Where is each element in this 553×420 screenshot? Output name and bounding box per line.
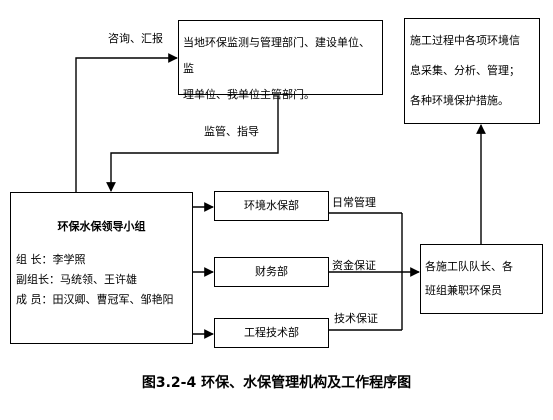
leadership-group-box: 环保水保领导小组 组 长：李学照 副组长：马统领、王许雄 成 员：田汉卿、曹冠军… [10, 192, 193, 344]
teams-line-2: 班组兼职环保员 [425, 284, 502, 297]
construction-teams-box: 各施工队队长、各 班组兼职环保员 [420, 244, 543, 314]
funds-guarantee-label: 资金保证 [332, 259, 376, 272]
deputy-leader-row: 副组长：马统领、王许雄 [16, 273, 137, 286]
teams-line-1: 各施工队队长、各 [425, 260, 513, 273]
finance-dept-box: 财务部 [214, 257, 329, 287]
leader-row: 组 长：李学照 [16, 253, 86, 266]
consult-label: 咨询、汇报 [108, 32, 163, 45]
consult-arrow [75, 53, 178, 192]
env-water-dept-box: 环境水保部 [214, 191, 329, 221]
members-row: 成 员：田汉卿、曹冠军、邹艳阳 [16, 293, 174, 306]
figure-caption: 图3.2-4 环保、水保管理机构及工作程序图 [141, 375, 412, 391]
engineering-tech-dept-box: 工程技术部 [214, 318, 329, 348]
collection-line-2: 息采集、分析、管理； [410, 64, 520, 77]
daily-management-label: 日常管理 [332, 196, 376, 209]
authorities-line-1: 当地环保监测与管理部门、建设单位、监 [183, 36, 370, 75]
supervise-arrow [106, 96, 279, 192]
authorities-box: 当地环保监测与管理部门、建设单位、监 理单位、我单位主管部门。 [178, 20, 383, 101]
leadership-group-title: 环保水保领导小组 [57, 220, 146, 233]
authorities-line-2: 理单位、我单位主管部门。 [183, 88, 315, 101]
tech-guarantee-label: 技术保证 [334, 312, 378, 325]
collection-line-1: 施工过程中各项环境信 [410, 34, 520, 47]
supervise-label: 监管、指导 [204, 125, 259, 138]
collection-line-3: 各种环境保护措施。 [410, 94, 509, 107]
info-collection-box: 施工过程中各项环境信 息采集、分析、管理； 各种环境保护措施。 [404, 18, 540, 124]
